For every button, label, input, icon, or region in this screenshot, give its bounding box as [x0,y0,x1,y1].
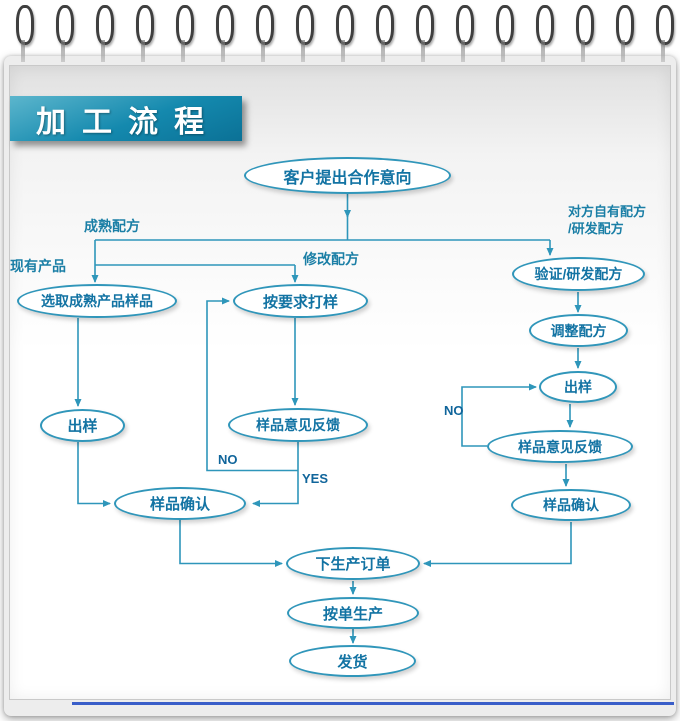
binder-ring [56,5,74,62]
binder-ring [656,5,674,62]
page-title-banner: 加工流程 [10,96,242,141]
binder-ring [256,5,274,62]
binder-ring [576,5,594,62]
node-sample-feedback-right: 样品意见反馈 [487,430,633,463]
binder-ring [336,5,354,62]
label-modify-formula: 修改配方 [303,251,359,267]
binder-ring [416,5,434,62]
node-select-mature-sample: 选取成熟产品样品 [17,284,177,318]
node-sample-out-right: 出样 [539,371,617,403]
binder-ring [376,5,394,62]
binder-ring [16,5,34,62]
label-mature-formula: 成熟配方 [84,218,140,234]
binder-ring [136,5,154,62]
node-production-order: 下生产订单 [286,547,420,580]
bottom-divider-line [72,702,674,705]
node-sample-confirm-right: 样品确认 [511,489,631,521]
label-existing-product: 现有产品 [10,258,66,274]
node-verify-formula: 验证/研发配方 [512,257,645,291]
binder-ring [296,5,314,62]
node-sample-feedback-mid: 样品意见反馈 [228,408,368,442]
node-ship: 发货 [289,645,416,677]
label-no-right: NO [444,403,464,418]
node-sample-out-left: 出样 [40,409,125,442]
label-no-mid: NO [218,452,238,467]
node-adjust-formula: 调整配方 [529,314,628,347]
label-yes-mid: YES [302,471,329,486]
node-produce-per-order: 按单生产 [287,597,419,629]
binder-ring [616,5,634,62]
binder-ring [456,5,474,62]
spiral-binding [0,0,680,62]
label-partner-own-formula: 对方自有配方 /研发配方 [568,204,647,236]
binder-ring [96,5,114,62]
binder-ring [536,5,554,62]
node-customer-intent: 客户提出合作意向 [244,157,451,194]
node-make-sample: 按要求打样 [233,284,368,318]
binder-ring [496,5,514,62]
binder-ring [216,5,234,62]
binder-ring [176,5,194,62]
node-sample-confirm-left: 样品确认 [114,487,246,520]
page-title: 加工流程 [36,105,220,139]
